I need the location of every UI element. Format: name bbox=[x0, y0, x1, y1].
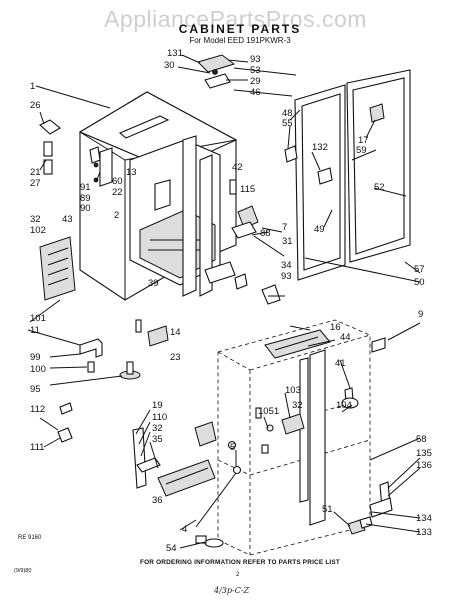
callout: 133 bbox=[416, 527, 432, 538]
callout: 46 bbox=[250, 87, 261, 98]
callout: 41 bbox=[335, 358, 346, 369]
callout: 89 bbox=[80, 193, 91, 204]
model-number: For Model EED 191PKWR-3 bbox=[189, 36, 291, 45]
callout: 5 bbox=[230, 442, 235, 453]
callout: 50 bbox=[414, 277, 425, 288]
callout: 58 bbox=[416, 434, 427, 445]
callout: 7 bbox=[282, 222, 287, 233]
callout: 59 bbox=[356, 145, 367, 156]
callout: 95 bbox=[30, 384, 41, 395]
callout: 136 bbox=[416, 460, 432, 471]
callout: 35 bbox=[152, 434, 163, 445]
callout: 19 bbox=[152, 400, 163, 411]
callout: 9 bbox=[418, 309, 423, 320]
cabinet-shell bbox=[39, 91, 238, 301]
callout: 60 bbox=[112, 176, 123, 187]
callout: 54 bbox=[166, 543, 177, 554]
callout: 13 bbox=[126, 167, 137, 178]
callout: 31 bbox=[282, 236, 293, 247]
callout: 22 bbox=[112, 187, 123, 198]
callout: 51 bbox=[322, 504, 333, 515]
callout: 102 bbox=[30, 225, 46, 236]
callout: 14 bbox=[170, 327, 181, 338]
callout: 48 bbox=[282, 108, 293, 119]
top-hinge-assembly bbox=[39, 54, 236, 175]
callout: 32 bbox=[30, 214, 41, 225]
date-code: (9/9)80 bbox=[14, 568, 32, 574]
callout: 32 bbox=[152, 423, 163, 434]
callout: 104 bbox=[336, 400, 352, 411]
callout: 131 bbox=[167, 48, 183, 59]
callout: 99 bbox=[30, 352, 41, 363]
callout: 43 bbox=[62, 214, 73, 225]
diagram-title: CABINET PARTS bbox=[178, 22, 302, 36]
callout: 17 bbox=[358, 135, 369, 146]
callout: 93 bbox=[281, 271, 292, 282]
callout: 91 bbox=[80, 182, 91, 193]
callout: 11 bbox=[30, 325, 40, 336]
callout: 49 bbox=[314, 224, 325, 235]
callout: 100 bbox=[30, 364, 46, 375]
figure-code: RE 9160 bbox=[18, 535, 42, 541]
callout: 112 bbox=[30, 404, 45, 415]
callout: 1 bbox=[30, 81, 35, 92]
middle-hardware bbox=[57, 179, 285, 443]
page-number: 2 bbox=[236, 572, 240, 578]
callout: 36 bbox=[152, 495, 163, 506]
callout: 34 bbox=[281, 260, 292, 271]
callout: 111 bbox=[30, 442, 44, 453]
callout: 29 bbox=[250, 76, 261, 87]
callout: 132 bbox=[312, 142, 328, 153]
callout: 23 bbox=[170, 352, 181, 363]
callout: 1051 bbox=[258, 406, 279, 417]
ordering-info-footer: FOR ORDERING INFORMATION REFER TO PARTS … bbox=[140, 559, 340, 566]
leader-lines bbox=[27, 54, 421, 549]
callout: 88 bbox=[260, 228, 271, 239]
callout: 90 bbox=[80, 203, 91, 214]
callout: 93 bbox=[250, 54, 261, 65]
callout: 135 bbox=[416, 448, 432, 459]
callout: 52 bbox=[374, 182, 385, 193]
callout: 42 bbox=[232, 162, 243, 173]
callout: 115 bbox=[240, 184, 255, 195]
lower-cabinet-outline bbox=[217, 319, 371, 556]
callout: 30 bbox=[164, 60, 175, 71]
handwritten-note: 4/3p-C-Z bbox=[214, 586, 250, 595]
callout: 110 bbox=[152, 412, 167, 423]
callout: 16 bbox=[330, 322, 341, 333]
callout: 103 bbox=[285, 385, 301, 396]
callout: 21 bbox=[30, 167, 41, 178]
callout: 57 bbox=[414, 264, 425, 275]
callout: 32 bbox=[292, 400, 303, 411]
callout: 101 bbox=[30, 313, 46, 324]
callout: 53 bbox=[250, 65, 261, 76]
callout: 26 bbox=[30, 100, 41, 111]
callout: 134 bbox=[416, 513, 432, 524]
callout: 39 bbox=[148, 278, 159, 289]
callout: 27 bbox=[30, 178, 41, 189]
callout: 4 bbox=[182, 524, 187, 535]
door-gasket-frames bbox=[284, 69, 411, 281]
callout: 55 bbox=[282, 118, 293, 129]
callout: 44 bbox=[340, 332, 351, 343]
callout-labels: 131 93 30 53 29 1 46 26 48 55 17 21 27 9… bbox=[30, 48, 432, 554]
watermark: AppliancePartsPros.com bbox=[104, 6, 367, 32]
callout: 2 bbox=[114, 210, 119, 221]
